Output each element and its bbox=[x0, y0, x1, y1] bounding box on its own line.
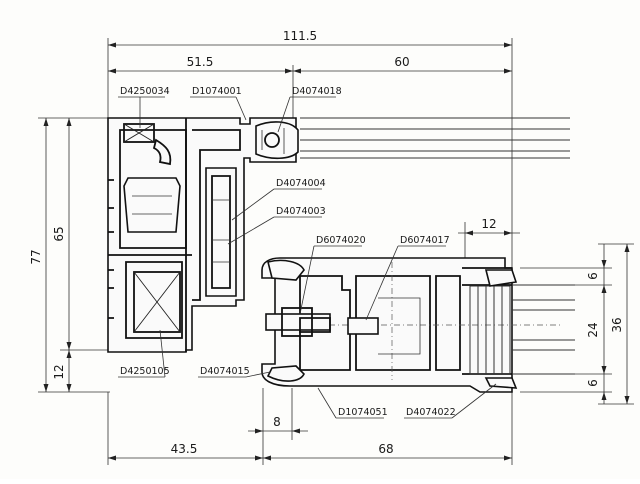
part-label-d1074001: D1074001 bbox=[192, 86, 242, 97]
dim-glass-total: 36 bbox=[610, 317, 624, 332]
top-dimensions: 111.5 51.5 60 bbox=[107, 29, 513, 270]
part-label-d4074004: D4074004 bbox=[276, 178, 326, 189]
dim-bottom-right: 68 bbox=[378, 442, 393, 456]
dim-height-bottom: 12 bbox=[52, 364, 66, 379]
dim-glass-mid: 24 bbox=[586, 322, 600, 337]
dim-sash-width: 60 bbox=[394, 55, 409, 69]
dim-height-total: 77 bbox=[29, 249, 43, 264]
dim-gap-8: 8 bbox=[273, 415, 281, 429]
part-label-d4074003: D4074003 bbox=[276, 206, 326, 217]
part-label-d4074022: D4074022 bbox=[406, 407, 456, 418]
bottom-dimensions: 8 43.5 68 bbox=[107, 388, 513, 465]
dim-glass-top: 6 bbox=[586, 272, 600, 280]
part-label-d6074020: D6074020 bbox=[316, 235, 366, 246]
part-label-d4074018: D4074018 bbox=[292, 86, 342, 97]
part-label-d6074017: D6074017 bbox=[400, 235, 450, 246]
part-label-d4074015: D4074015 bbox=[200, 366, 250, 377]
outer-frame-profile bbox=[107, 117, 299, 353]
part-label-d4250034: D4250034 bbox=[120, 86, 170, 97]
dim-overall-width: 111.5 bbox=[283, 29, 317, 43]
upper-glazing-lines bbox=[300, 117, 570, 159]
dim-glass-bottom: 6 bbox=[586, 379, 600, 387]
sash-profile bbox=[261, 257, 575, 393]
right-dimensions: 6 24 6 36 bbox=[520, 243, 634, 405]
dim-frame-width: 51.5 bbox=[187, 55, 214, 69]
part-labels: D4250034 D1074001 D4074018 D4074004 D407… bbox=[118, 86, 497, 419]
part-label-d4250105: D4250105 bbox=[120, 366, 170, 377]
dim-bottom-left: 43.5 bbox=[171, 442, 198, 456]
dimension-12: 12 bbox=[458, 217, 520, 268]
part-label-d1074051: D1074051 bbox=[338, 407, 388, 418]
left-dimensions: 77 65 12 bbox=[29, 117, 110, 393]
dim-gap-12: 12 bbox=[481, 217, 496, 231]
dim-height-frame: 65 bbox=[52, 226, 66, 241]
